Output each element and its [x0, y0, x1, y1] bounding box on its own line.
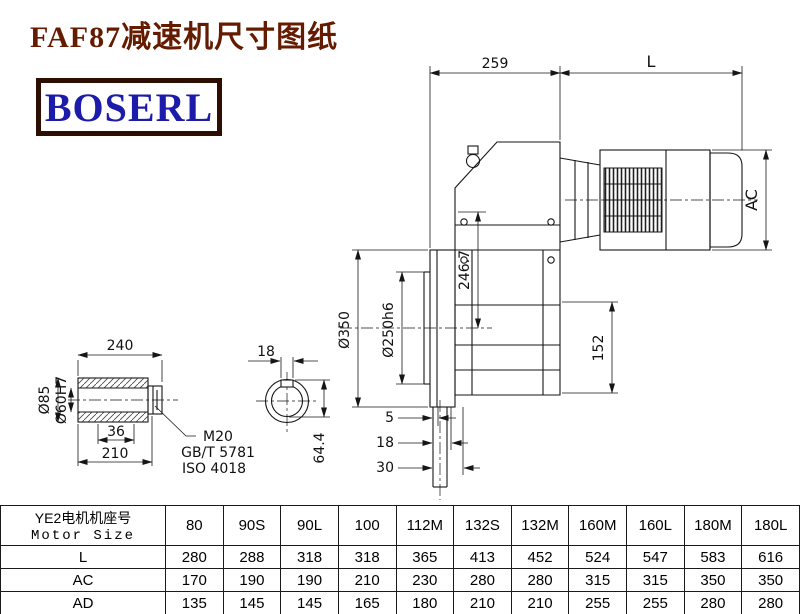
- std-iso4018-label: ISO 4018: [182, 461, 246, 477]
- bolt-icon: [460, 218, 468, 226]
- thread-m20-label: M20: [203, 429, 233, 445]
- table-row-L: L 280 288 318 318 365 413 452 524 547 58…: [0, 545, 800, 569]
- lifting-eye-head: [467, 145, 479, 155]
- header-size-132s: 132S: [453, 505, 512, 546]
- dim-L-label: L: [647, 52, 656, 71]
- dim-18-keyway-label: 18: [257, 344, 275, 360]
- table-cell: 230: [395, 568, 455, 592]
- row-label-L: L: [0, 545, 166, 569]
- shaft-end-cap: [147, 385, 163, 415]
- table-cell: 315: [568, 568, 627, 592]
- header-size-90s: 90S: [222, 505, 282, 546]
- fan-cowl: [709, 152, 743, 248]
- header-motor-size: YE2电机机座号 Motor Size: [0, 505, 166, 546]
- leader-line: [154, 405, 196, 437]
- header-size-80: 80: [165, 505, 224, 546]
- table-cell: 280: [741, 591, 800, 614]
- dim-AC-label: AC: [742, 189, 761, 211]
- dim-5-label: 5: [385, 410, 394, 426]
- drawing-canvas: 259 L AC Ø350 Ø250h6 246.7 152 5: [37, 52, 772, 500]
- output-flange: [423, 249, 464, 488]
- dimensions-main: 259 L AC Ø350 Ø250h6 246.7 152 5: [337, 52, 772, 476]
- table-cell: 190: [280, 568, 339, 592]
- header-size-90l: 90L: [280, 505, 339, 546]
- table-cell: 350: [741, 568, 800, 592]
- table-cell: 616: [741, 545, 800, 569]
- dim-210-label: 210: [102, 446, 129, 462]
- dim-259-label: 259: [482, 56, 509, 72]
- table-header-row: YE2电机机座号 Motor Size 80 90S 90L 100 112M …: [0, 505, 800, 546]
- table-cell: 413: [453, 545, 512, 569]
- header-size-180l: 180L: [741, 505, 800, 546]
- brand-logo-box: BOSERL: [36, 78, 222, 136]
- std-gb5781-label: GB/T 5781: [181, 445, 255, 461]
- table-cell: 280: [165, 545, 224, 569]
- motor-assembly: [559, 149, 743, 251]
- table-cell: 145: [280, 591, 339, 614]
- dim-36-label: 36: [107, 424, 125, 440]
- table-cell: 547: [626, 545, 685, 569]
- dim-30-label: 30: [376, 460, 394, 476]
- row-label-AD: AD: [0, 591, 166, 614]
- table-cell: 210: [453, 591, 512, 614]
- table-cell: 165: [337, 591, 397, 614]
- lifting-eye-icon: [465, 153, 481, 169]
- table-row-AC: AC 170 190 190 210 230 280 280 315 315 3…: [0, 568, 800, 592]
- table-cell: 280: [453, 568, 512, 592]
- header-size-112m: 112M: [395, 505, 455, 546]
- dim-246-7-label: 246.7: [457, 250, 473, 290]
- table-cell: 255: [626, 591, 685, 614]
- page-title: FAF87减速机尺寸图纸: [30, 21, 339, 54]
- header-size-100: 100: [337, 505, 397, 546]
- table-cell: 255: [568, 591, 627, 614]
- bolt-icon: [547, 256, 555, 264]
- header-size-160m: 160M: [568, 505, 627, 546]
- header-motor-size-cn: YE2电机机座号: [34, 509, 132, 526]
- keyway: [280, 379, 294, 388]
- header-size-180m: 180M: [683, 505, 743, 546]
- table-cell: 170: [165, 568, 224, 592]
- table-cell: 315: [626, 568, 685, 592]
- table-cell: 583: [683, 545, 743, 569]
- dim-152-label: 152: [591, 335, 607, 362]
- dim-240-label: 240: [107, 338, 134, 354]
- table-cell: 452: [510, 545, 570, 569]
- brand-logo-text: BOSERL: [44, 84, 214, 130]
- dim-d85-label: Ø85: [37, 386, 53, 415]
- shaft-cross-section: 18 64.4: [248, 344, 330, 464]
- table-cell: 288: [222, 545, 282, 569]
- table-cell: 135: [165, 591, 224, 614]
- dim-18-label: 18: [376, 435, 394, 451]
- header-motor-size-en: Motor Size: [30, 527, 135, 544]
- table-cell: 145: [222, 591, 282, 614]
- table-cell: 365: [395, 545, 455, 569]
- table-cell: 190: [222, 568, 282, 592]
- motor-size-table: YE2电机机座号 Motor Size 80 90S 90L 100 112M …: [0, 505, 800, 614]
- flange-plate: [429, 249, 456, 408]
- header-size-132m: 132M: [510, 505, 570, 546]
- dim-d60h7-label: Ø60H7: [54, 376, 70, 424]
- table-cell: 210: [337, 568, 397, 592]
- table-cell: 180: [395, 591, 455, 614]
- table-cell: 524: [568, 545, 627, 569]
- table-cell: 318: [337, 545, 397, 569]
- header-size-160l: 160L: [626, 505, 685, 546]
- centerlines: [68, 199, 758, 500]
- table-row-AD: AD 135 145 145 165 180 210 210 255 255 2…: [0, 591, 800, 614]
- table-cell: 350: [683, 568, 743, 592]
- table-cell: 280: [683, 591, 743, 614]
- dim-d250h6-label: Ø250h6: [381, 302, 397, 358]
- table-cell: 210: [510, 591, 570, 614]
- table-cell: 280: [510, 568, 570, 592]
- shaft-detail: 240 Ø85 Ø60H7 36 210 M20 GB/T 5781: [37, 338, 255, 477]
- gearbox-housing: [454, 141, 561, 396]
- bolt-icon: [547, 218, 555, 226]
- table-cell: 318: [280, 545, 339, 569]
- row-label-AC: AC: [0, 568, 166, 592]
- dim-d350-label: Ø350: [337, 311, 353, 349]
- bolt-icon: [460, 256, 468, 264]
- dim-64-4-label: 64.4: [312, 432, 328, 463]
